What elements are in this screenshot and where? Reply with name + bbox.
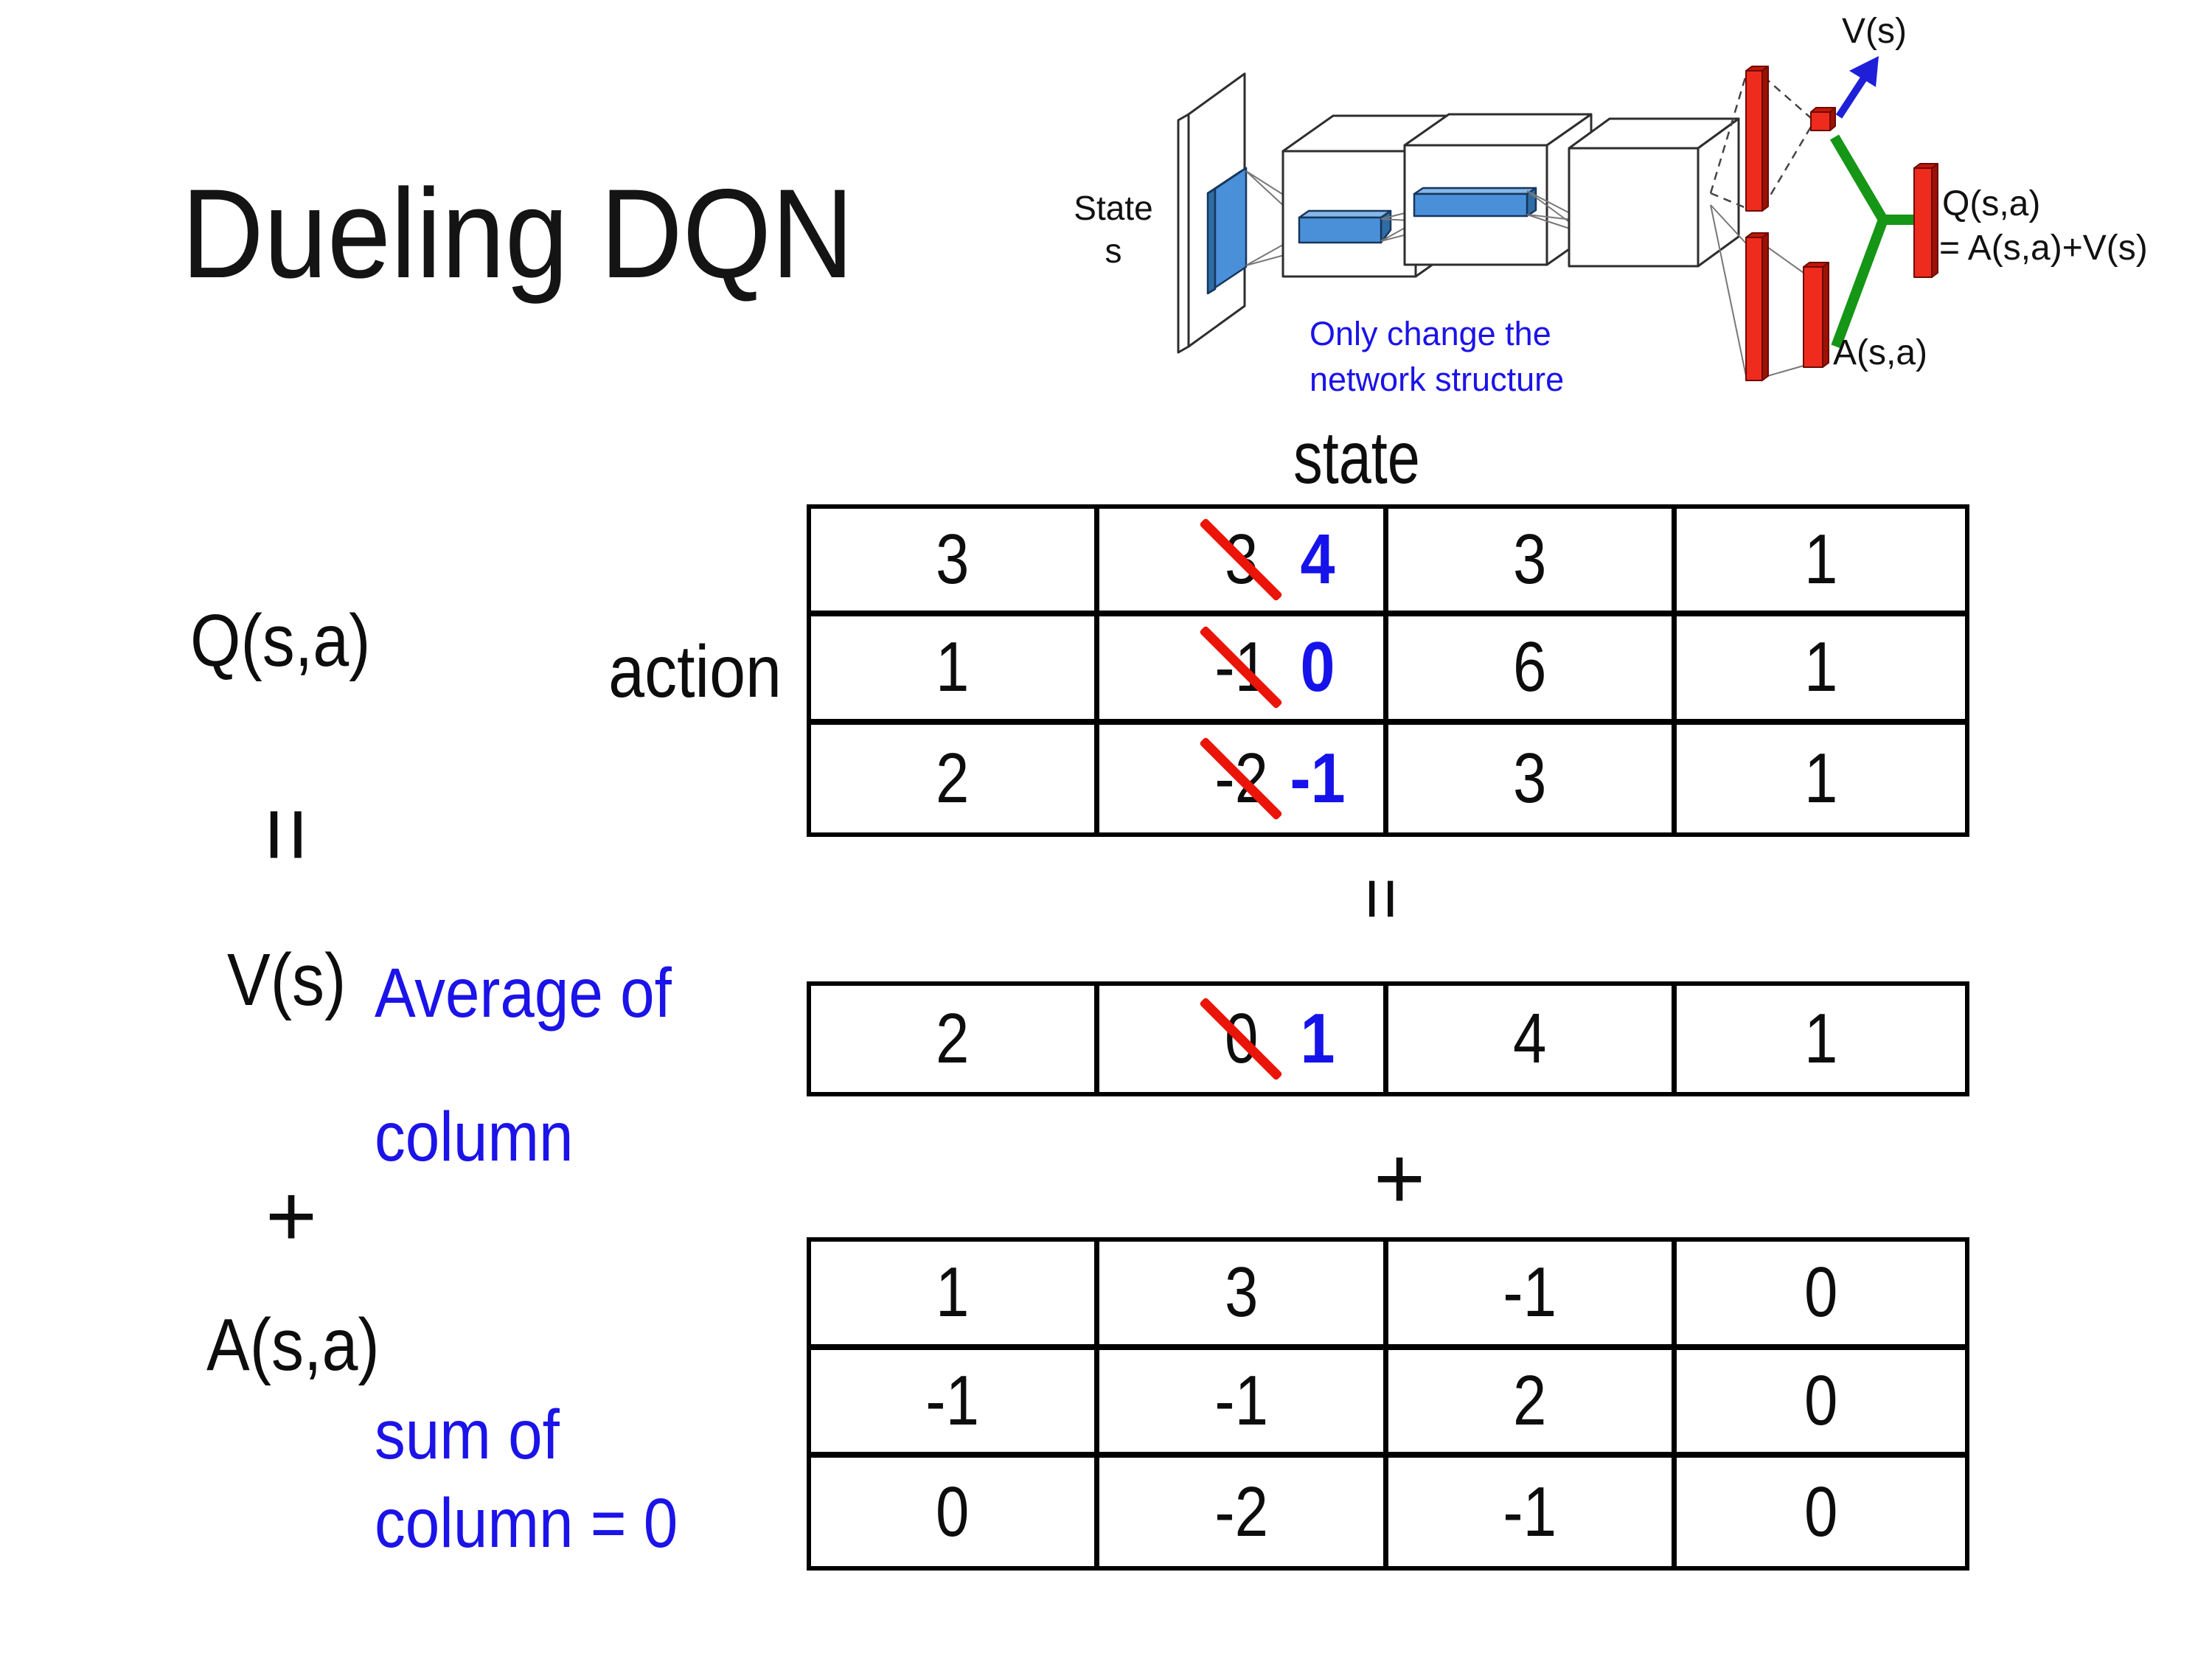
q-output-bar — [1913, 163, 1938, 278]
table-cell: 2 — [811, 986, 1100, 1092]
cell-value: 0 — [936, 1472, 970, 1551]
cell-value: 3 — [1512, 520, 1547, 599]
cell-value: 4 — [1512, 999, 1547, 1078]
a-output-label: A(s,a) — [1833, 333, 1927, 372]
cell-value: 6 — [1512, 627, 1547, 707]
crossed-cell: -1 0 — [1099, 616, 1388, 725]
table-cell: 1 — [811, 1242, 1100, 1350]
note-line1: Only change the — [1310, 315, 1551, 352]
equals-left: = — [233, 807, 341, 863]
cell-value: 1 — [936, 1253, 970, 1332]
advantage-table: 1 3 -1 0 -1 -1 2 0 0 -2 -1 0 — [807, 1237, 1969, 1571]
sum-note-line1: sum of — [375, 1396, 560, 1474]
split-solid-links — [1710, 204, 1804, 378]
q-value-table: 3 3 4 3 1 1 -1 0 6 1 2 -2 -1 — [807, 504, 1969, 837]
advantage-vector-bar — [1803, 262, 1829, 368]
table-cell: 0 — [1676, 1242, 1965, 1350]
q-output-label-line1: Q(s,a) — [1942, 184, 2040, 223]
cell-value: -1 — [925, 1360, 980, 1440]
conv-filter-3 — [1413, 187, 1537, 218]
note-line2: network structure — [1310, 361, 1564, 398]
crossed-cell: -2 -1 — [1099, 724, 1388, 832]
cell-value: 2 — [936, 999, 970, 1078]
table-cell: 0 — [1677, 1458, 1965, 1566]
crossed-value: -1 — [1199, 625, 1284, 710]
q-matrix-label: Q(s,a) — [190, 599, 371, 682]
v-arrow — [1835, 56, 1879, 119]
new-value: 1 — [1300, 999, 1335, 1078]
table-cell: 2 — [811, 724, 1100, 832]
v-output-label: V(s) — [1842, 12, 1907, 51]
cell-value: 2 — [1512, 1360, 1547, 1440]
cell-value: 3 — [1224, 1253, 1259, 1332]
cell-value: 0 — [1804, 1253, 1838, 1332]
split-dashed-links — [1709, 74, 1812, 209]
cell-value: -1 — [1503, 1472, 1557, 1551]
crossed-value: 3 — [1199, 518, 1284, 602]
average-note-line1: Average of — [375, 954, 672, 1032]
table-cell: 0 — [811, 1458, 1100, 1566]
new-value: 0 — [1300, 627, 1335, 707]
table-cell: 3 — [1388, 509, 1677, 617]
cell-value: 1 — [1804, 520, 1838, 599]
cell-value: 0 — [1804, 1360, 1838, 1440]
table-cell: -1 — [1099, 1349, 1388, 1458]
table-cell: -2 — [1099, 1458, 1388, 1566]
table-cell: 1 — [1677, 986, 1965, 1092]
crossed-cell: 0 1 — [1099, 986, 1388, 1092]
a-matrix-label: A(s,a) — [206, 1304, 380, 1386]
scalar-v-node — [1810, 107, 1836, 131]
cell-value: -1 — [1214, 1360, 1268, 1440]
v-matrix-label: V(s) — [227, 939, 347, 1021]
network-diagram: State s V(s) Q(s,a) = A(s,a)+V(s) A(s,a)… — [1074, 12, 2148, 398]
cell-value: 1 — [1804, 627, 1838, 707]
new-value: -1 — [1290, 738, 1346, 818]
sum-note-line2: column = 0 — [375, 1484, 678, 1562]
table-cell: 6 — [1388, 616, 1677, 725]
cell-value: 0 — [1804, 1472, 1838, 1551]
table-cell: 4 — [1388, 986, 1677, 1092]
table-cell: 1 — [1677, 725, 1965, 832]
crossed-value: -2 — [1199, 736, 1284, 821]
v-value-table: 2 0 1 4 1 — [807, 981, 1969, 1096]
table-cell: -1 — [1388, 1242, 1677, 1350]
table-cell: 3 — [1388, 724, 1677, 832]
conv-filter-1 — [1206, 167, 1248, 295]
table-cell: 1 — [1676, 616, 1965, 725]
crossed-cell: 3 4 — [1099, 509, 1388, 617]
action-axis-label: action — [608, 630, 782, 713]
page-title: Dueling DQN — [181, 163, 854, 305]
cell-value: -2 — [1214, 1472, 1268, 1551]
table-cell: 1 — [811, 616, 1100, 725]
cell-value: 2 — [936, 738, 970, 818]
cell-value: 1 — [1804, 999, 1838, 1078]
q-output-label-line2: = A(s,a)+V(s) — [1939, 229, 2148, 268]
state-axis-label: state — [1293, 417, 1420, 499]
table-cell: -1 — [811, 1349, 1100, 1458]
cell-value: 1 — [936, 627, 970, 707]
cell-value: 1 — [1804, 738, 1838, 818]
table-cell: 3 — [1099, 1242, 1388, 1350]
crossed-value: 0 — [1199, 997, 1284, 1081]
value-stream-bar — [1745, 66, 1769, 212]
state-input-label: State — [1074, 189, 1152, 227]
advantage-stream-bar — [1745, 232, 1769, 381]
table-cell: 1 — [1676, 509, 1965, 617]
cell-value: -1 — [1503, 1253, 1557, 1332]
table-cell: 2 — [1388, 1349, 1677, 1458]
cell-value: 3 — [1512, 738, 1547, 818]
equals-middle: = — [1340, 877, 1423, 921]
table-cell: -1 — [1388, 1458, 1677, 1566]
state-input-label-s: s — [1105, 232, 1122, 270]
combine-connector — [1829, 134, 1916, 349]
conv-filter-2 — [1298, 209, 1392, 244]
fc-box — [1568, 117, 1740, 268]
table-cell: 3 — [811, 509, 1100, 617]
plus-left: + — [265, 1166, 318, 1265]
plus-middle: + — [1373, 1129, 1426, 1228]
table-cell: 0 — [1676, 1350, 1965, 1458]
cell-value: 3 — [936, 520, 970, 599]
average-note-line2: column — [375, 1098, 574, 1176]
new-value: 4 — [1300, 520, 1335, 599]
